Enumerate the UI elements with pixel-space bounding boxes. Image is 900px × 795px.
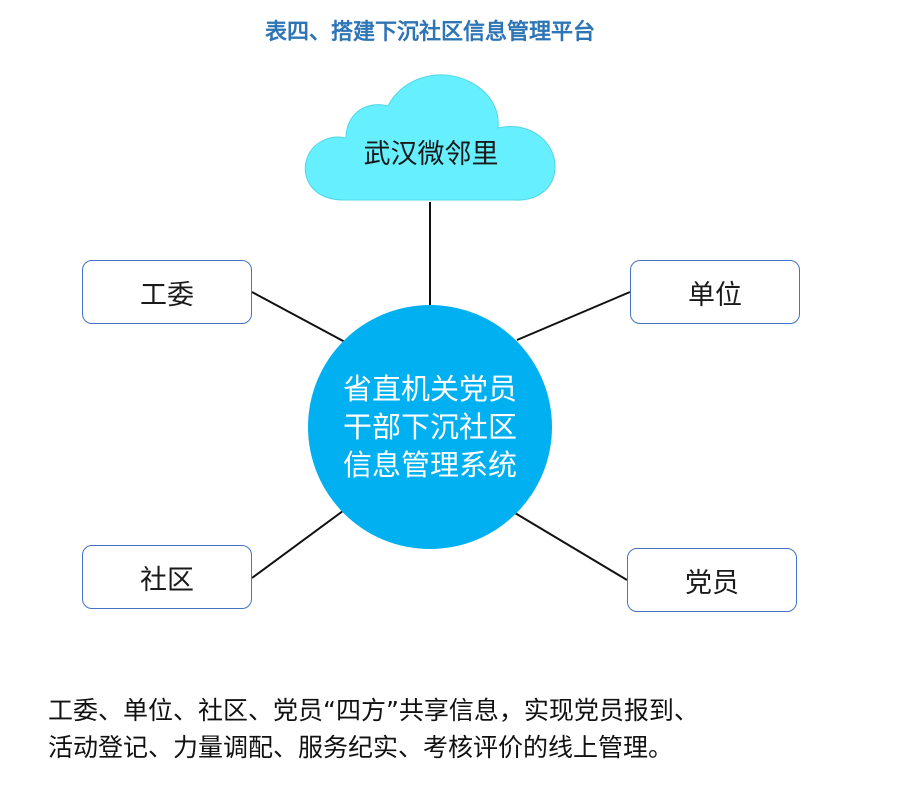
summary-line2: 活动登记、力量调配、服务纪实、考核评价的线上管理。 <box>48 733 674 762</box>
cloud-label: 武汉微邻里 <box>363 139 499 170</box>
connector-dangyuan-hub <box>514 512 628 581</box>
connector-gongwei-hub <box>251 291 346 343</box>
node-dangyuan: 党员 <box>627 548 797 612</box>
diagram-title: 表四、搭建下沉社区信息管理平台 <box>264 20 595 45</box>
summary-text: 工委、单位、社区、党员“四方”共享信息，实现党员报到、 活动登记、力量调配、服务… <box>48 692 868 766</box>
cloud-shape <box>304 74 556 201</box>
hub-circle: 省直机关党员 干部下沉社区 信息管理系统 <box>308 305 552 549</box>
hub-label-line2: 干部下沉社区 <box>342 410 517 444</box>
node-shequ: 社区 <box>82 545 252 609</box>
connector-shequ-hub <box>251 507 348 579</box>
summary-line1: 工委、单位、社区、党员“四方”共享信息，实现党员报到、 <box>48 696 699 725</box>
hub-label-line3: 信息管理系统 <box>342 448 517 482</box>
node-danwei: 单位 <box>630 260 800 324</box>
hub-label-line1: 省直机关党员 <box>342 372 517 406</box>
node-gongwei: 工委 <box>82 260 252 324</box>
connector-danwei-hub <box>516 291 631 341</box>
